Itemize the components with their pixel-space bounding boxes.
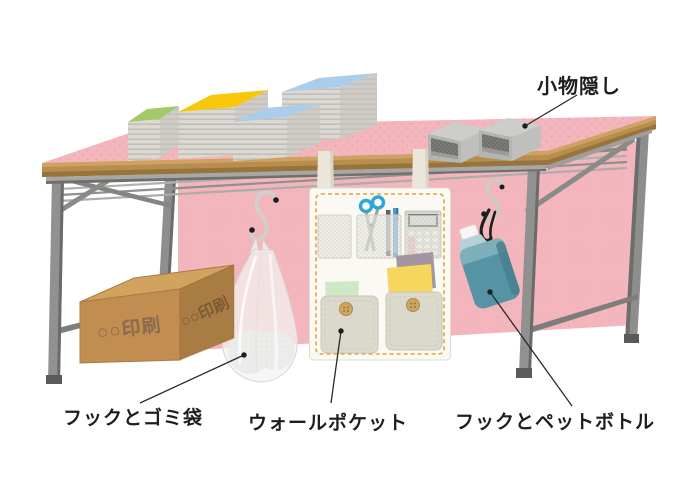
table-front-left-leg (46, 176, 64, 384)
leader-line-komono (524, 94, 578, 127)
leg-foot (46, 375, 62, 384)
leader-line-wall-pocket (330, 330, 342, 404)
hook-cap (273, 197, 279, 203)
cardboard-box: ○○印刷 ○○印刷 (79, 264, 235, 364)
bottom-pocket-right (385, 291, 443, 351)
right-frame-beam (548, 129, 652, 170)
leader-dot-wall-pocket (338, 328, 344, 334)
book-cover-blue (233, 103, 320, 122)
s-hook-left (249, 190, 279, 242)
garbage-bag (221, 237, 298, 383)
leader-dots (241, 123, 528, 358)
wall-pocket-dashed-border (315, 193, 445, 355)
leader-lines (139, 94, 578, 407)
label-komono-kakushi: 小物隠し (537, 76, 621, 98)
right-bottom-crossbar (530, 294, 638, 333)
hiding-box-right (479, 118, 541, 161)
leg-foot (624, 334, 639, 343)
hiding-box-left (428, 122, 488, 163)
leader-dot-komono (522, 123, 528, 129)
leg-foot (516, 368, 532, 378)
leader-line-hook-bottle (489, 291, 573, 407)
paper-yellow (387, 264, 433, 299)
book-stack-blue-front (233, 103, 320, 161)
mesh-pockets (317, 214, 442, 259)
leader-dot-hook-bottle (487, 289, 493, 295)
book-cover-blue (282, 73, 377, 92)
table-front-right-leg (516, 166, 540, 378)
bottom-pocket-left (320, 295, 379, 354)
wall-pocket (309, 149, 451, 361)
label-wall-pocket: ウォールポケット (248, 413, 409, 434)
pocket-button (339, 302, 353, 316)
book-cover-yellow (178, 90, 268, 112)
pocket-button (406, 298, 420, 312)
wall-pocket-strap (412, 149, 429, 190)
label-hook-and-garbage-bag: フックとゴミ袋 (63, 408, 204, 429)
book-stack-green (128, 106, 179, 161)
book-cover-green (128, 106, 179, 122)
leader-dot-hook-bag (241, 352, 247, 358)
wall-pocket-strap (317, 151, 334, 192)
label-hook-and-pet-bottle: フックとペットボトル (455, 412, 656, 433)
hook-cap (249, 227, 255, 233)
pet-bottle (459, 224, 520, 309)
hook-cap (499, 184, 505, 190)
table-back-right-leg (624, 130, 649, 343)
leader-line-hook-bag (139, 354, 245, 404)
